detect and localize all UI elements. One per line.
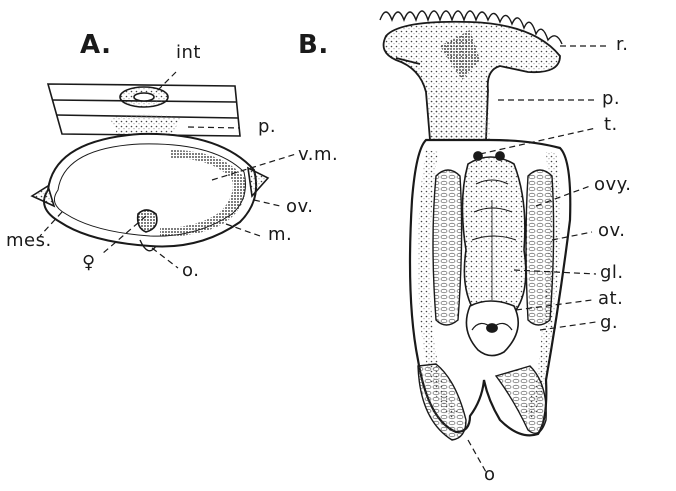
label-a-ov: ov. [286, 198, 314, 216]
label-b-p: p. [602, 90, 620, 108]
female-symbol: ♀ [82, 254, 96, 272]
label-m: m. [268, 226, 292, 244]
label-vm: v.m. [298, 146, 338, 164]
label-a-p: p. [258, 118, 276, 136]
label-gl: gl. [600, 264, 624, 282]
label-mes: mes. [6, 232, 52, 250]
figure-b-title: B. [298, 32, 329, 58]
label-g: g. [600, 314, 618, 332]
figure-a-drawing [32, 72, 296, 268]
label-t: t. [604, 116, 618, 134]
label-int: int [176, 44, 201, 62]
label-b-ov: ov. [598, 222, 626, 240]
label-a-o: o. [182, 262, 199, 280]
label-at: at. [598, 290, 623, 308]
label-r: r. [616, 36, 628, 54]
figure-a-title: A. [80, 32, 111, 58]
label-b-o: o [484, 466, 496, 484]
label-ovy: ovy. [594, 176, 631, 194]
figure-b-drawing [380, 11, 610, 472]
